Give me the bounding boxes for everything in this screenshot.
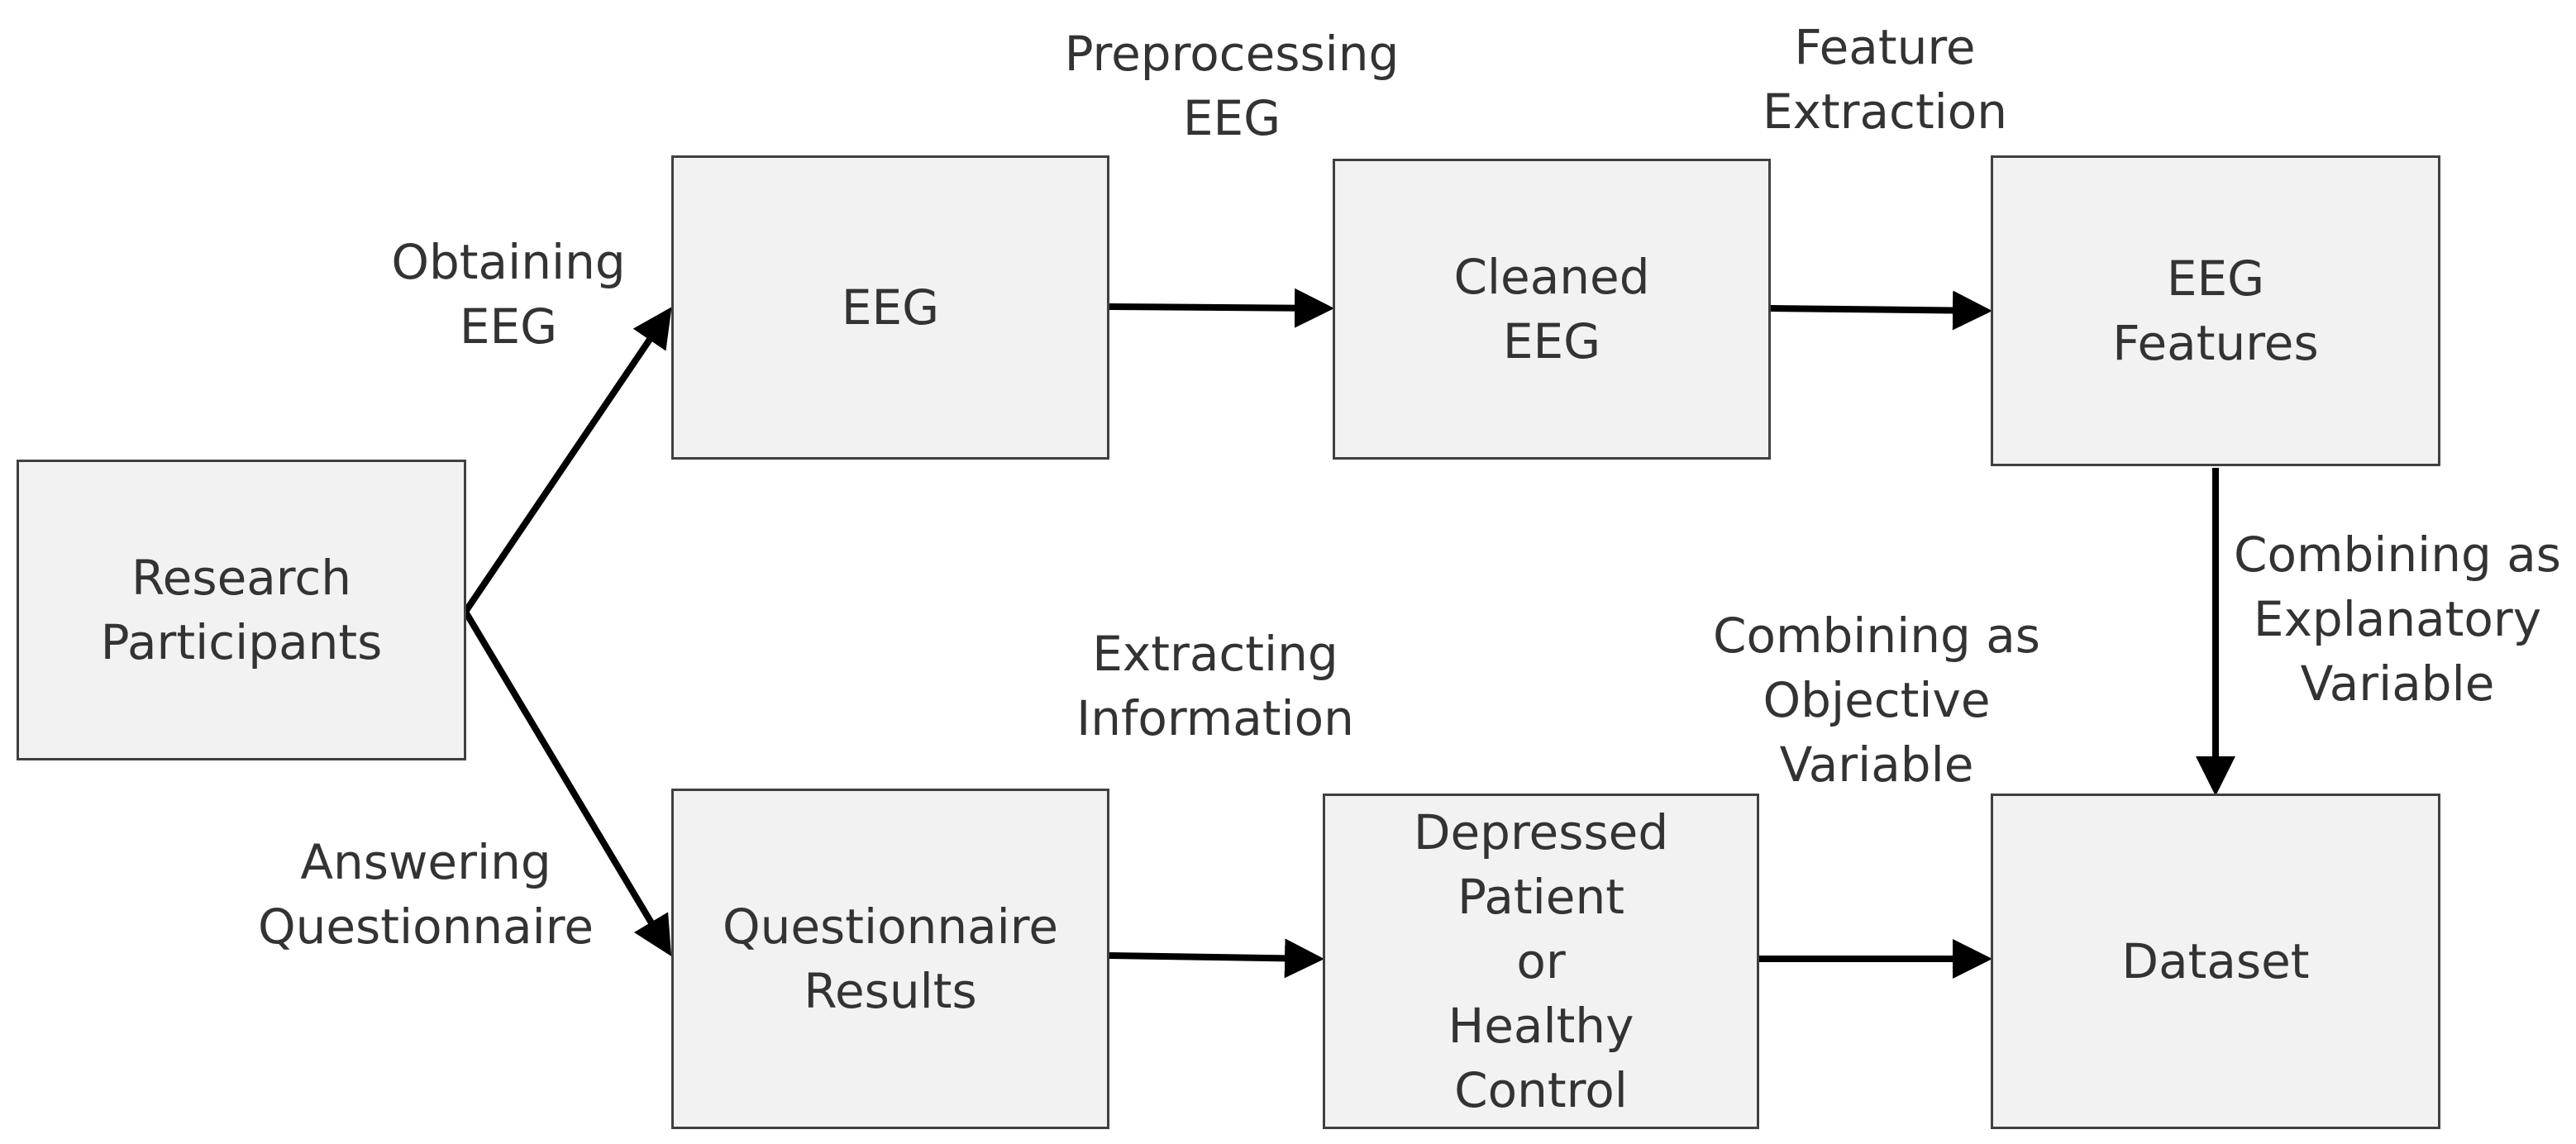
arrow-participants-to-eeg (462, 307, 672, 614)
arrow-participants-to-questionnaire (462, 609, 672, 956)
label-text-line: Questionnaire (257, 899, 594, 955)
node-research-participants: Research Participants (17, 460, 466, 760)
label-text-line: Preprocessing (1064, 26, 1400, 82)
node-text-line: Control (1454, 1062, 1628, 1118)
node-text-line: Research (131, 550, 352, 606)
label-text-line: Combining as (2233, 527, 2562, 583)
label-text-line: Combining as (1712, 608, 2041, 664)
node-text-line: Cleaned (1453, 249, 1650, 305)
label-obtaining-eeg: Obtaining EEG (380, 230, 637, 359)
label-text-line: Information (1076, 690, 1354, 746)
label-answering-questionnaire: Answering Questionnaire (240, 830, 612, 959)
node-dataset: Dataset (1991, 794, 2440, 1129)
node-cleaned-eeg: Cleaned EEG (1333, 159, 1771, 460)
label-combining-objective: Combining as Objective Variable (1686, 603, 2067, 797)
label-text-line: Variable (1779, 736, 1974, 793)
label-text-line: Explanatory (2253, 591, 2542, 647)
node-text-line: Healthy (1448, 998, 1634, 1054)
node-eeg: EEG (671, 155, 1109, 460)
node-text-line: EEG (841, 279, 940, 336)
node-text-line: EEG (2166, 250, 2265, 307)
label-extracting-information: Extracting Information (1033, 622, 1397, 751)
node-text-line: or (1516, 933, 1566, 989)
label-text-line: Extracting (1092, 626, 1338, 682)
label-text-line: Extraction (1762, 83, 2008, 140)
node-text-line: Dataset (2121, 933, 2310, 989)
node-text-line: Depressed (1413, 804, 1669, 860)
node-depressed-or-healthy: Depressed Patient or Healthy Control (1323, 794, 1759, 1129)
node-text-line: Features (2112, 315, 2319, 371)
arrow-questionnaire-to-depressed (1109, 938, 1324, 979)
label-feature-extraction: Feature Extraction (1736, 15, 2034, 144)
label-text-line: Objective (1763, 672, 1991, 728)
label-preprocessing-eeg: Preprocessing EEG (1033, 21, 1430, 150)
label-text-line: Feature (1794, 19, 1976, 75)
node-text-line: Questionnaire (722, 899, 1059, 955)
label-combining-explanatory: Combining as Explanatory Variable (2224, 522, 2571, 716)
label-text-line: Variable (2300, 655, 2495, 712)
node-text-line: EEG (1502, 313, 1601, 369)
arrow-cleaned-to-features (1770, 290, 1992, 331)
node-questionnaire-results: Questionnaire Results (671, 789, 1109, 1129)
node-text-line: Participants (100, 614, 383, 670)
node-text-line: Results (804, 963, 977, 1019)
arrow-eeg-to-cleaned (1109, 288, 1334, 328)
node-text-line: Patient (1457, 869, 1624, 925)
node-eeg-features: EEG Features (1991, 155, 2440, 466)
label-text-line: EEG (1182, 90, 1281, 146)
label-text-line: Answering (300, 834, 551, 890)
label-text-line: Obtaining (391, 234, 626, 290)
label-text-line: EEG (459, 298, 558, 355)
